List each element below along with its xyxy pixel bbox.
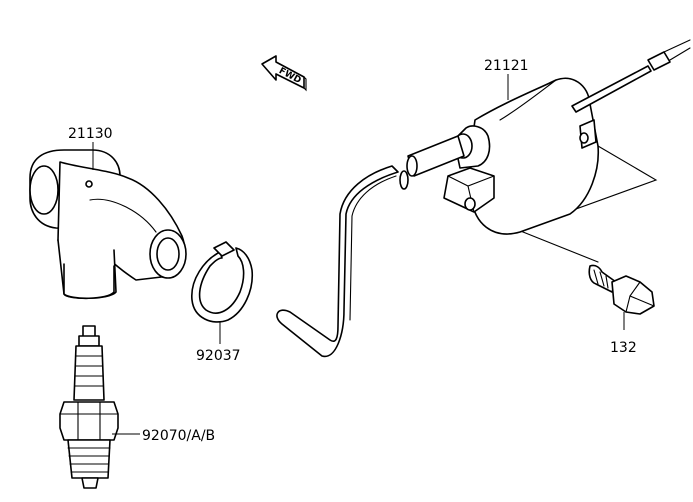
spark-plug [59, 325, 119, 489]
bolt [588, 264, 655, 315]
high-tension-lead [276, 165, 409, 358]
clamp [191, 241, 253, 323]
ignition-coil [406, 39, 691, 263]
spark-plug-cap [29, 149, 187, 300]
label-plug-cap: 21130 [68, 126, 113, 142]
forward-arrow-icon: FWD [261, 55, 307, 92]
label-bolt: 132 [610, 340, 637, 356]
label-coil: 21121 [484, 58, 529, 74]
label-clamp: 92037 [196, 348, 241, 364]
label-spark-plug: 92070/A/B [142, 428, 215, 444]
